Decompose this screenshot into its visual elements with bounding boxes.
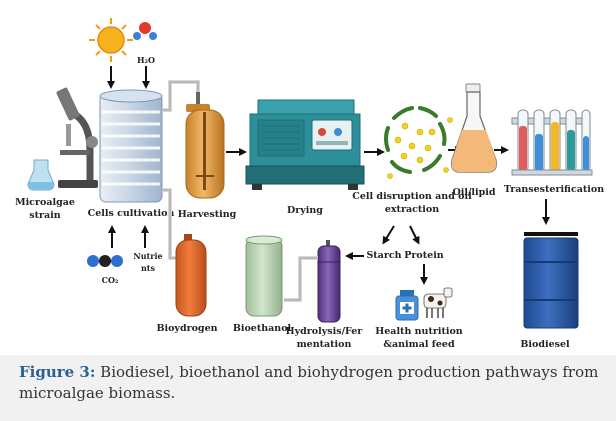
microalgae-strain-label-1: Microalgae: [15, 197, 75, 208]
bioethanol-label: Bioethanol: [233, 323, 292, 334]
caption-text: Biodiesel, bioethanol and biohydrogen pr…: [19, 363, 599, 402]
cell-disruption-label-2: extraction: [385, 204, 439, 215]
cells-cultivation-label: Cells cultivation: [88, 208, 175, 219]
co2-molecule-icon: [87, 255, 123, 267]
microscope-icon: [56, 87, 98, 188]
protein-label: Protein: [404, 250, 444, 261]
cell-disruption-icon: [384, 106, 453, 179]
nutrients-label-1: Nutrie: [133, 251, 162, 261]
co2-label: CO₂: [102, 275, 119, 285]
harvester-vessel: [185, 92, 225, 199]
biodiesel-drum-icon: [523, 232, 579, 329]
caption-background: [0, 355, 616, 421]
hydrolysis-label-2: mentation: [297, 339, 352, 350]
process-diagram: H₂O Microalgae strain Cells cultivation: [15, 18, 604, 350]
starch-label: Starch: [366, 250, 401, 261]
biohydrogen-label: Bioydrogen: [156, 323, 217, 334]
h2o-label: H₂O: [137, 55, 155, 65]
caption-figure-label: Figure 3:: [19, 363, 96, 381]
biodiesel-label: Biodiesel: [520, 339, 570, 350]
sun-icon: [89, 18, 133, 62]
test-tube-rack-icon: [511, 109, 593, 176]
pipe-fermenter-to-bioethanol: [284, 256, 318, 302]
water-molecule-icon: [133, 22, 157, 40]
culture-flask-icon: [27, 159, 55, 191]
medicine-bottle-icon: [395, 290, 419, 321]
health-nutrition-label-1: Health nutrition: [375, 326, 463, 337]
arrow-disruption-to-protein: [409, 225, 420, 245]
oil-flask-icon: [451, 83, 497, 173]
harvesting-label: Harvesting: [178, 209, 237, 220]
hydrolysis-label-1: Hydrolysis/Fer: [286, 326, 364, 337]
bioethanol-tank: [245, 235, 283, 317]
dryer-machine: [245, 99, 365, 190]
drying-label: Drying: [287, 205, 323, 216]
cow-icon: [423, 287, 453, 318]
figure-caption: Figure 3: Biodiesel, bioethanol and bioh…: [19, 362, 609, 404]
health-nutrition-label-2: &animal feed: [383, 339, 455, 350]
arrow-disruption-to-starch: [382, 225, 395, 245]
oil-lipid-label: Oil/lipid: [452, 187, 495, 198]
cell-disruption-label-1: Cell disruption and oil: [352, 191, 472, 202]
nutrients-label-2: nts: [141, 263, 156, 273]
microalgae-strain-label-2: strain: [29, 210, 61, 221]
transesterification-label: Transesterification: [504, 184, 604, 195]
fermenter-vessel: [317, 240, 341, 323]
biohydrogen-tank: [175, 234, 207, 317]
cultivation-tank: [99, 89, 163, 203]
